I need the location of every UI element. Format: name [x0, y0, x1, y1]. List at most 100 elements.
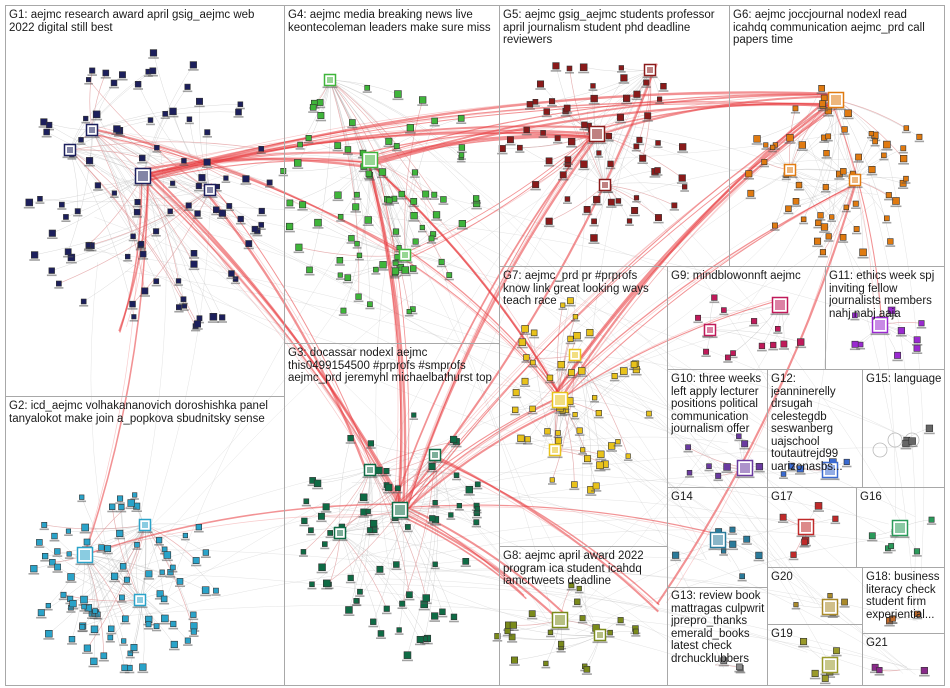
edge-intra-g2 [83, 524, 146, 607]
node-label-mark [735, 671, 746, 674]
node-label-mark [768, 150, 777, 153]
node-label-mark [336, 220, 346, 222]
edge-cross-group [114, 604, 908, 667]
node-g10 [685, 444, 691, 451]
node-label-mark [430, 524, 441, 526]
node-g17 [814, 502, 823, 510]
node-label-mark [623, 459, 633, 461]
node-g4 [348, 235, 355, 242]
node-g2 [79, 623, 86, 630]
node-label-mark [563, 163, 573, 166]
node-g6 [786, 134, 794, 142]
edge-cross-group [92, 250, 819, 475]
node-g5 [633, 195, 640, 201]
node-g2 [119, 594, 125, 601]
node-label-mark [882, 221, 892, 224]
node-label-mark [135, 248, 146, 251]
group-label-g11: G11: ethics week spj inviting fellow jou… [829, 270, 938, 320]
node-g3 [429, 515, 436, 522]
node-label-mark [577, 621, 588, 624]
edge-intra-g1 [83, 189, 211, 302]
node-g5 [590, 94, 598, 103]
node-g5 [526, 101, 534, 108]
node-label-mark [429, 620, 441, 622]
node-g7 [619, 367, 628, 375]
edge-intra-g6 [789, 169, 857, 230]
group-box-g21: G21 [862, 633, 945, 686]
node-label-mark [93, 617, 103, 620]
node-g1 [125, 253, 131, 260]
edge-intra-g3 [369, 469, 410, 595]
group-box-g4: G4: aejmc media breaking news live keont… [284, 5, 500, 344]
edge-intra-g4 [302, 204, 406, 256]
node-g19 [833, 647, 840, 655]
edge-inter-group [401, 509, 561, 621]
node-g3 [428, 462, 436, 471]
node-g5 [540, 130, 546, 136]
node-label-mark [382, 612, 392, 615]
edge-inter-group [404, 138, 592, 509]
node-label-mark [759, 165, 770, 168]
node-label-mark [157, 575, 167, 578]
node-g5 [607, 160, 614, 167]
node-g6 [819, 100, 826, 107]
node-label-mark [543, 225, 555, 228]
node-g1 [167, 208, 173, 214]
node-label-mark [430, 567, 440, 570]
node-g8 [508, 633, 516, 641]
node-g7 [625, 453, 631, 459]
node-label-mark [857, 256, 869, 259]
node-g2 [170, 564, 176, 571]
node-label-mark [550, 408, 570, 411]
node-g15 [908, 437, 916, 445]
node-label-mark [96, 551, 107, 553]
node-g4 [418, 96, 427, 104]
node-g6 [868, 166, 876, 174]
node-label-mark [541, 666, 551, 669]
node-label-mark [403, 530, 413, 533]
node-label-mark [307, 484, 318, 487]
node-g4 [419, 224, 425, 231]
node-g5 [559, 171, 567, 179]
node-g7 [530, 329, 538, 337]
edge-intra-g4 [329, 79, 360, 297]
node-label-mark [629, 368, 640, 371]
node-label-mark [591, 490, 602, 492]
node-g3 [403, 651, 412, 659]
node-label-mark [29, 259, 40, 261]
node-label-mark [751, 143, 763, 145]
node-g4 [394, 90, 402, 98]
node-label-mark [139, 295, 150, 297]
node-label-mark [519, 385, 531, 387]
node-label-mark [888, 622, 898, 624]
node-g3 [383, 467, 390, 474]
group-box-g19: G19 [767, 624, 863, 686]
node-label-mark [399, 274, 411, 277]
node-label-mark [124, 671, 135, 674]
edge-cross-group [418, 143, 800, 522]
node-label-mark [578, 168, 590, 171]
node-g1 [162, 111, 169, 117]
node-g2 [54, 548, 61, 555]
node-label-mark [304, 273, 315, 276]
edge-inter-group [393, 135, 593, 506]
node-label-mark [87, 74, 97, 76]
node-g2 [54, 563, 61, 571]
node-g3 [369, 519, 378, 528]
node-label-mark [396, 198, 407, 200]
node-label-mark [734, 439, 744, 442]
edge-intra-g1 [189, 119, 211, 191]
node-g4 [337, 214, 344, 220]
node-label-mark [604, 140, 614, 142]
node-g4 [285, 222, 294, 231]
node-label-mark [606, 450, 617, 452]
node-g4 [458, 220, 466, 228]
edge-inter-group [831, 96, 876, 331]
edge-inter-group [145, 181, 403, 511]
node-label-mark [914, 140, 925, 143]
node-g4 [299, 201, 307, 209]
edge-cross-group [571, 403, 724, 669]
node-g1 [235, 108, 242, 116]
edge-intra-g1 [199, 101, 211, 191]
node-label-mark [312, 227, 324, 229]
